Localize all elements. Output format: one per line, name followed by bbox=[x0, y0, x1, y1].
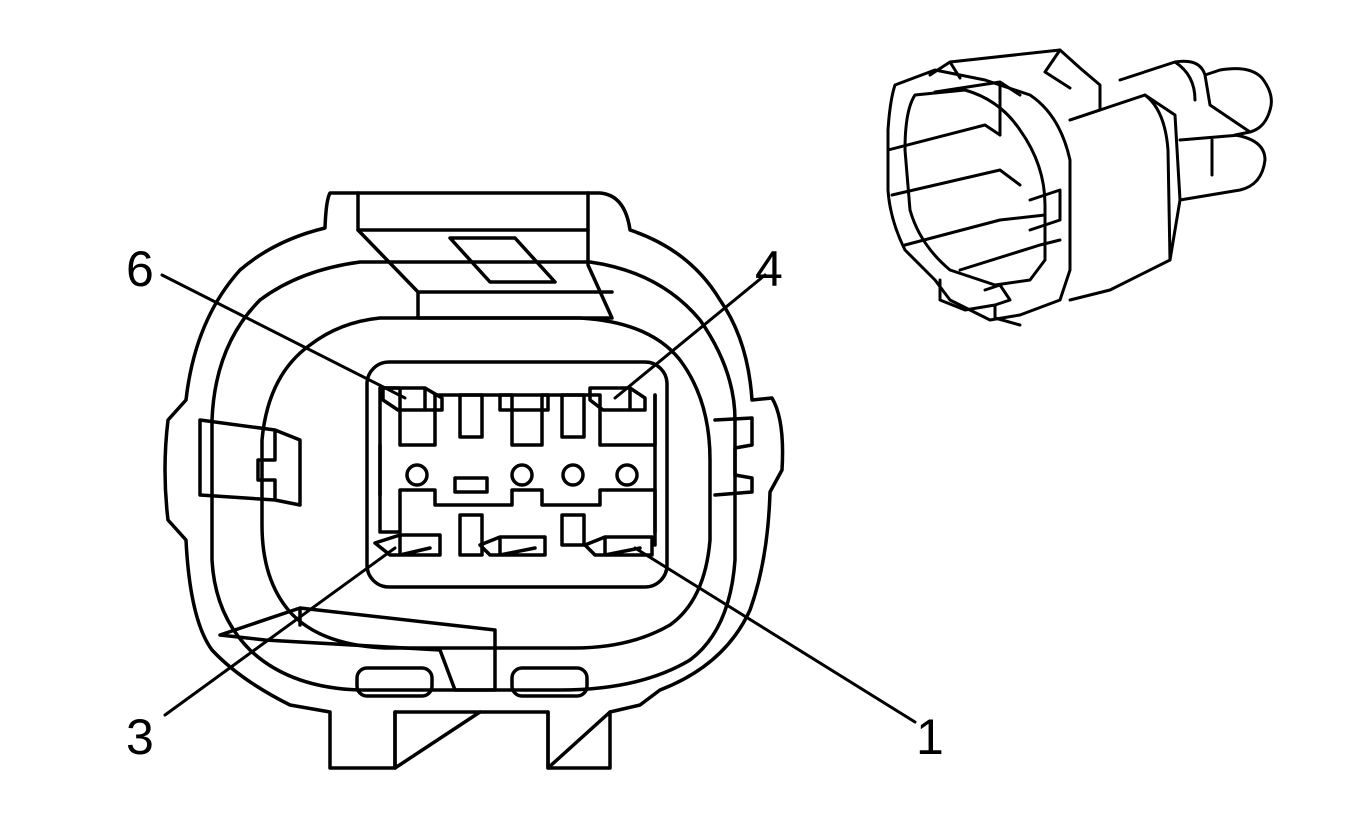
terminal-pin-2 bbox=[478, 535, 547, 557]
terminal-pin-1 bbox=[583, 535, 654, 557]
pin-housing bbox=[365, 360, 669, 589]
connector-shroud-ring bbox=[210, 260, 737, 692]
pin-label-1: 1 bbox=[916, 709, 944, 765]
iso-bottom-details bbox=[938, 278, 1022, 327]
terminal-pin-6 bbox=[381, 386, 444, 412]
pin-label-4: 4 bbox=[755, 241, 783, 297]
terminal-slot-1 bbox=[560, 513, 586, 547]
bottom-wedge bbox=[393, 710, 612, 770]
contact-hole bbox=[561, 463, 585, 487]
leader-line-1 bbox=[633, 546, 917, 724]
terminal-slot-5 bbox=[458, 393, 484, 439]
contact-holes bbox=[405, 463, 639, 494]
terminal-pin-5 bbox=[498, 393, 550, 412]
connector-inner-cavity bbox=[260, 316, 712, 650]
iso-side-rails bbox=[886, 123, 1062, 272]
iso-front-frame bbox=[886, 68, 1072, 322]
pin-label-3: 3 bbox=[126, 709, 154, 765]
leader-line-6 bbox=[160, 273, 407, 400]
contact-hole bbox=[510, 463, 534, 487]
iso-top-rails bbox=[928, 48, 1102, 137]
terminal-pin-4 bbox=[588, 386, 647, 412]
connector-top-latch-window bbox=[448, 236, 557, 284]
bottom-slot-right bbox=[510, 666, 589, 698]
connector-face-view bbox=[163, 191, 785, 770]
iso-rear-tubes bbox=[1118, 59, 1273, 202]
top-terminals bbox=[381, 386, 647, 439]
center-key bbox=[453, 476, 489, 494]
leader-lines bbox=[160, 273, 917, 724]
connector-top-latch-face bbox=[356, 228, 614, 294]
right-lock-tab bbox=[713, 416, 754, 497]
terminal-slot-2 bbox=[458, 513, 484, 557]
iso-front-cavity bbox=[903, 88, 1047, 287]
terminal-slot-4 bbox=[560, 393, 586, 439]
terminal-block-right bbox=[378, 393, 657, 547]
bottom-slot-left bbox=[355, 666, 434, 698]
bottom-terminals bbox=[373, 513, 654, 557]
leader-line-4 bbox=[613, 273, 767, 400]
terminal-pin-3 bbox=[373, 533, 442, 557]
left-lock-tab bbox=[198, 418, 302, 507]
pin-label-6: 6 bbox=[126, 241, 154, 297]
leader-line-3 bbox=[163, 546, 397, 717]
contact-hole bbox=[615, 463, 639, 487]
connector-top-latch bbox=[356, 191, 614, 320]
connector-isometric-view bbox=[886, 48, 1273, 327]
contact-hole bbox=[405, 463, 429, 487]
iso-body bbox=[1068, 93, 1182, 302]
